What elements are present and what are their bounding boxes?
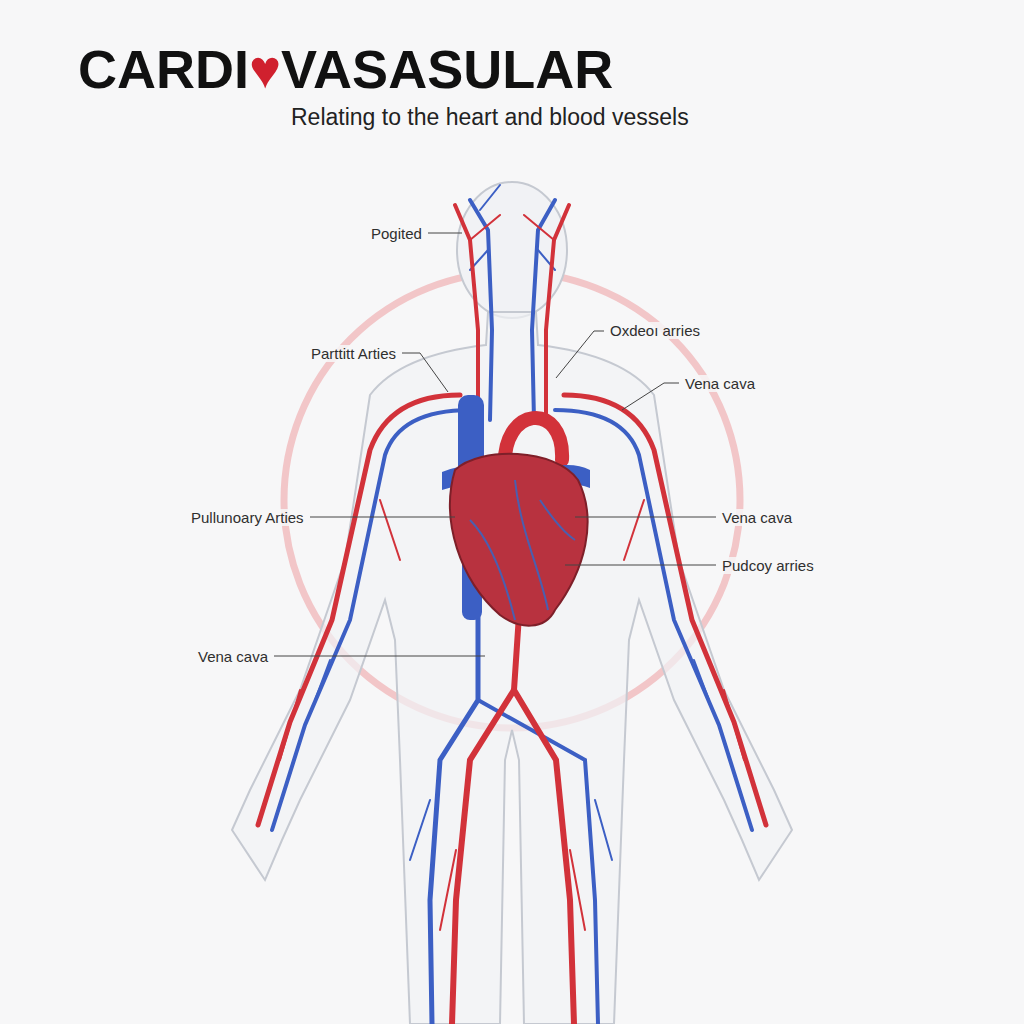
body-outline: [232, 312, 792, 1024]
part-label: Pullunoary Arties: [189, 509, 306, 526]
part-label: Vena cava: [683, 375, 757, 392]
page-title: CARDI♥VASASULAR: [78, 38, 613, 100]
part-label: Pogited: [369, 225, 424, 242]
part-label: Pudcoy arries: [720, 557, 816, 574]
subtitle: Relating to the heart and blood vessels: [291, 104, 689, 131]
arteries: [258, 205, 766, 1024]
part-label: Oxdeoı arries: [608, 322, 702, 339]
veins: [272, 185, 752, 1024]
part-label: Vena cava: [196, 648, 270, 665]
leader-lines: [274, 233, 716, 656]
part-label: Vena cava: [720, 509, 794, 526]
heart-illustration: [442, 395, 590, 626]
part-label: Parttitt Arties: [309, 345, 398, 362]
